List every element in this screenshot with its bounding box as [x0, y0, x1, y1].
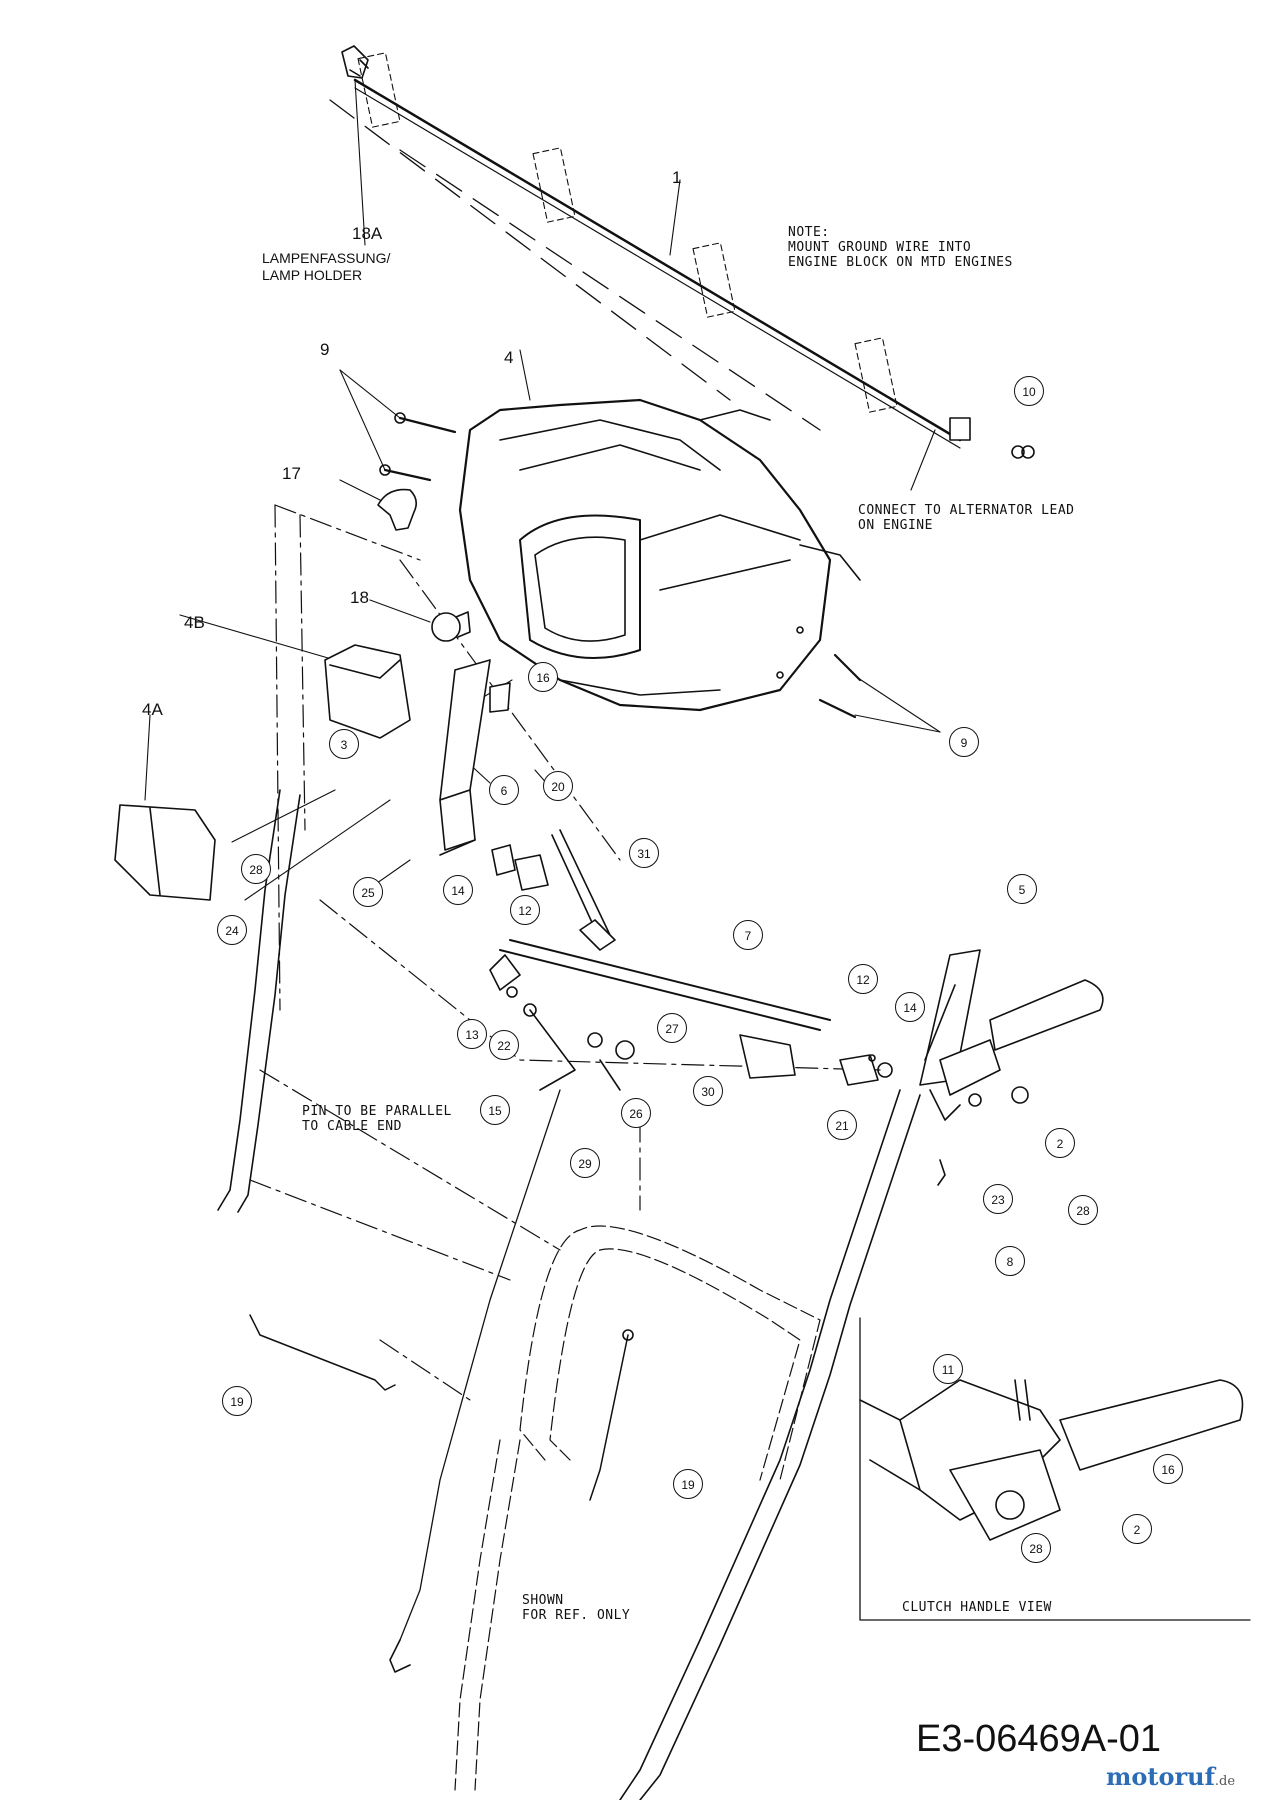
callout-26: 26 [621, 1098, 651, 1128]
callout-6: 6 [489, 775, 519, 805]
part-label-4: 4 [504, 348, 514, 367]
callout-10: 10 [1014, 376, 1044, 406]
wire-harness [341, 45, 1035, 459]
callout-8: 8 [995, 1246, 1025, 1276]
callout-2: 2 [1122, 1514, 1152, 1544]
callout-16: 16 [1153, 1454, 1183, 1484]
callout-14: 14 [443, 875, 473, 905]
callout-9: 9 [949, 727, 979, 757]
callout-24: 24 [217, 915, 247, 945]
part-label-9-top: 9 [320, 340, 330, 359]
callout-5: 5 [1007, 874, 1037, 904]
engine-cover [458, 398, 861, 712]
callout-20: 20 [543, 771, 573, 801]
callout-21: 21 [827, 1110, 857, 1140]
watermark-logo: motoruf.de [1106, 1762, 1235, 1791]
part-label-18: 18 [350, 588, 369, 607]
callout-27: 27 [657, 1013, 687, 1043]
callout-13: 13 [457, 1019, 487, 1049]
callout-16: 16 [528, 662, 558, 692]
callout-19: 19 [673, 1469, 703, 1499]
callout-22: 22 [489, 1030, 519, 1060]
part-label-4b: 4B [184, 613, 205, 632]
clutch-handle-view-caption: CLUTCH HANDLE VIEW [902, 1600, 1052, 1615]
callout-14: 14 [895, 992, 925, 1022]
part-label-18a: 18A [352, 224, 383, 243]
shown-for-reference-note: SHOWN FOR REF. ONLY [522, 1593, 631, 1623]
watermark-suffix: .de [1214, 1774, 1236, 1789]
watermark-name: motoruf [1106, 1762, 1215, 1791]
callout-2: 2 [1045, 1128, 1075, 1158]
drawing-number: E3-06469A-01 [916, 1718, 1162, 1760]
callout-19: 19 [222, 1386, 252, 1416]
alternator-note: CONNECT TO ALTERNATOR LEAD ON ENGINE [858, 503, 1075, 533]
callout-31: 31 [629, 838, 659, 868]
part-label-17: 17 [282, 464, 301, 483]
part-label-1: 1 [672, 168, 682, 187]
lamp-holder-note-line1: LAMPENFASSUNG/ [262, 250, 391, 266]
pin-parallel-note: PIN TO BE PARALLEL TO CABLE END [302, 1104, 452, 1134]
callout-12: 12 [848, 964, 878, 994]
callout-12: 12 [510, 895, 540, 925]
callout-28: 28 [1021, 1533, 1051, 1563]
callout-25: 25 [353, 877, 383, 907]
callout-30: 30 [693, 1076, 723, 1106]
callout-29: 29 [570, 1148, 600, 1178]
callout-7: 7 [733, 920, 763, 950]
part-label-4a: 4A [142, 700, 163, 719]
ground-wire-note: NOTE: MOUNT GROUND WIRE INTO ENGINE BLOC… [788, 225, 1013, 270]
callout-28: 28 [1068, 1195, 1098, 1225]
lamp-holder-note-line2: LAMP HOLDER [262, 267, 363, 283]
callout-23: 23 [983, 1184, 1013, 1214]
callout-3: 3 [329, 729, 359, 759]
callout-28: 28 [241, 854, 271, 884]
callout-15: 15 [480, 1095, 510, 1125]
callout-11: 11 [933, 1354, 963, 1384]
